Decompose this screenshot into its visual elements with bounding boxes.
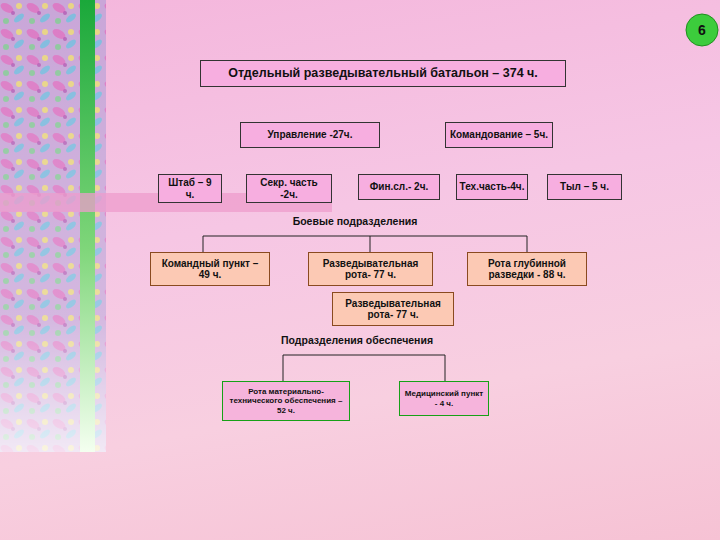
- section-heading: Боевые подразделения: [293, 215, 418, 227]
- unit-box: Штаб – 9 ч.: [158, 174, 222, 203]
- node-text: Управление -27ч.: [268, 129, 353, 141]
- pattern-fade: [0, 0, 106, 452]
- node-text: Тыл – 5 ч.: [560, 181, 609, 193]
- section-heading: Подразделения обеспечения: [281, 334, 433, 346]
- unit-box: Командование – 5ч.: [445, 122, 553, 148]
- node-text: Штаб – 9 ч.: [163, 177, 217, 200]
- support-box: Медицинский пункт - 4 ч.: [399, 381, 489, 416]
- node-text: Секр. часть -2ч.: [251, 177, 327, 200]
- page-number: 6: [698, 22, 706, 38]
- node-text: Разведывательная рота- 77 ч.: [337, 298, 449, 321]
- bracket-line: [203, 236, 527, 252]
- node-text: Тех.часть-4ч.: [460, 181, 525, 193]
- unit-box: Тыл – 5 ч.: [547, 174, 622, 200]
- combat-box: Разведывательная рота- 77 ч.: [308, 252, 433, 286]
- combat-box: Командный пункт – 49 ч.: [150, 252, 270, 286]
- title-box: Отдельный разведывательный батальон – 37…: [200, 60, 566, 87]
- node-text: Фин.сл.- 2ч.: [370, 181, 428, 193]
- unit-box: Фин.сл.- 2ч.: [358, 174, 440, 200]
- node-text: Отдельный разведывательный батальон – 37…: [228, 66, 538, 80]
- node-text: Командование – 5ч.: [450, 129, 548, 141]
- combat-box: Разведывательная рота- 77 ч.: [332, 292, 454, 326]
- unit-box: Управление -27ч.: [240, 122, 380, 148]
- bracket-line: [283, 355, 445, 381]
- node-text: Рота глубинной разведки - 88 ч.: [472, 258, 582, 281]
- node-text: Медицинский пункт - 4 ч.: [404, 389, 484, 407]
- page-badge: [686, 14, 718, 46]
- pattern-strip: [0, 0, 106, 452]
- unit-box: Секр. часть -2ч.: [246, 174, 332, 203]
- support-box: Рота материально-технического обеспечени…: [222, 381, 350, 421]
- node-text: Рота материально-технического обеспечени…: [227, 387, 345, 415]
- node-text: Командный пункт – 49 ч.: [155, 258, 265, 281]
- green-bar: [80, 0, 95, 452]
- unit-box: Тех.часть-4ч.: [456, 174, 528, 200]
- node-text: Разведывательная рота- 77 ч.: [313, 258, 428, 281]
- combat-box: Рота глубинной разведки - 88 ч.: [467, 252, 587, 286]
